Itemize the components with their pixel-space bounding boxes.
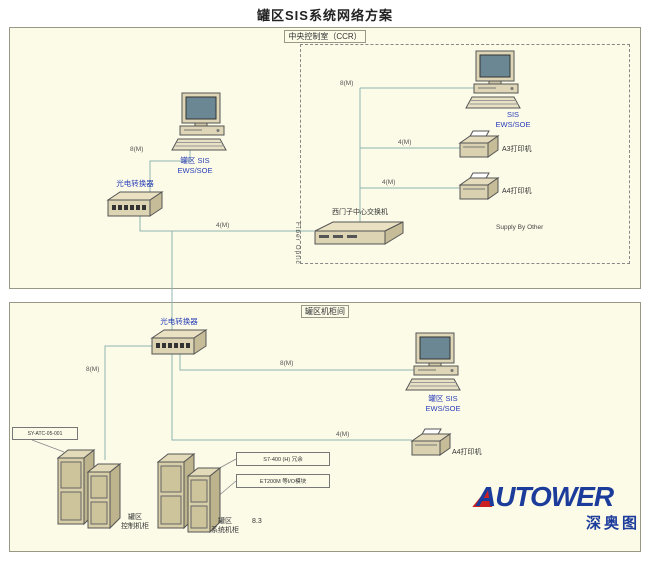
ews1-computer [168,92,232,152]
core-switch [313,220,405,246]
core-switch-label: 西门子中心交换机 [332,209,388,216]
core-switch-icon [314,221,404,245]
control-room-title-text: 中央控制室（CCR） [284,30,366,43]
cabinet-room-title: 罐区机柜间 [9,305,641,318]
ews3-label: 罐区 SIS EWS/SOE [425,394,461,413]
logo-wordmark: AUTOWER [472,483,640,511]
optical-converter2 [150,328,208,358]
wire-ews1-to-converter [149,148,191,192]
system-cabinet-label: 罐区 系统机柜 [211,518,239,535]
io-note-box: ET200M 等I/O模块 [236,474,330,488]
desktop-computer-icon [405,332,461,391]
supply-by-other-note: Supply By Other [496,224,544,231]
autower-logo: AUTOWER 深奥图 [472,483,640,533]
control-cabinet-label: 罐区 控制机柜 [121,514,149,531]
printer-icon [458,130,500,158]
wire-converter-to-core-switch [139,216,314,232]
link-label-sis-ews: 8(M) [340,80,354,87]
a3-printer-label: A3打印机 [502,146,532,153]
a4-printer [458,172,500,204]
vendor-supply-area [300,44,630,264]
a4-printer-label: A4打印机 [502,188,532,195]
sis-ews-computer [462,50,526,110]
converter1-label: 光电转换器 [116,179,154,188]
a3-printer [458,130,500,162]
wire-converter2-to-ews3 [179,354,416,371]
desktop-computer-icon [171,92,227,151]
link-label-a4: 4(M) [382,179,396,186]
link-label-cabinets: 8(M) [86,366,100,373]
a4-printer2-label: A4打印机 [452,449,482,456]
control-cabinet [56,446,122,534]
link-label-a3: 4(M) [398,139,412,146]
leader-tag-box [31,439,65,453]
sis-ews-label: SIS EWS/SOE [495,110,531,129]
control-room-panel [9,27,641,289]
fiber-optic-label: Fiber Optic [294,222,301,265]
desktop-computer-icon [465,50,521,109]
ews3-computer [402,332,466,392]
optical-converter1 [106,190,164,220]
cabinet-icon [156,452,222,534]
wire-to-a4-printer2 [171,354,412,441]
diagram-title: 罐区SIS系统网络方案 [257,8,393,23]
cpu-note-box: S7-400 (H) 冗余 [236,452,330,466]
link-label-ews3: 8(M) [280,360,294,367]
a4-printer2 [410,428,452,460]
misc-note: 8.3 [252,518,262,525]
converter2-label: 光电转换器 [160,317,198,326]
control-room-title: 中央控制室（CCR） [9,30,641,43]
cabinet-icon [56,448,122,530]
wire-converter2-to-cabinets [104,345,152,460]
link-label-ews1: 8(M) [130,146,144,153]
logo-subtitle: 深奥图 [585,515,640,532]
system-cabinet [156,450,222,538]
printer-icon [458,172,500,200]
converter-icon [150,329,208,355]
converter-icon [106,191,164,217]
printer-icon [410,428,452,456]
link-label-printer2: 4(M) [336,431,350,438]
link-label-uplink: 4(M) [216,222,230,229]
equipment-tag-box: SY-ATC-05-001 [12,427,78,440]
cabinet-room-title-text: 罐区机柜间 [301,305,349,318]
ews1-label: 罐区 SIS EWS/SOE [177,156,213,175]
